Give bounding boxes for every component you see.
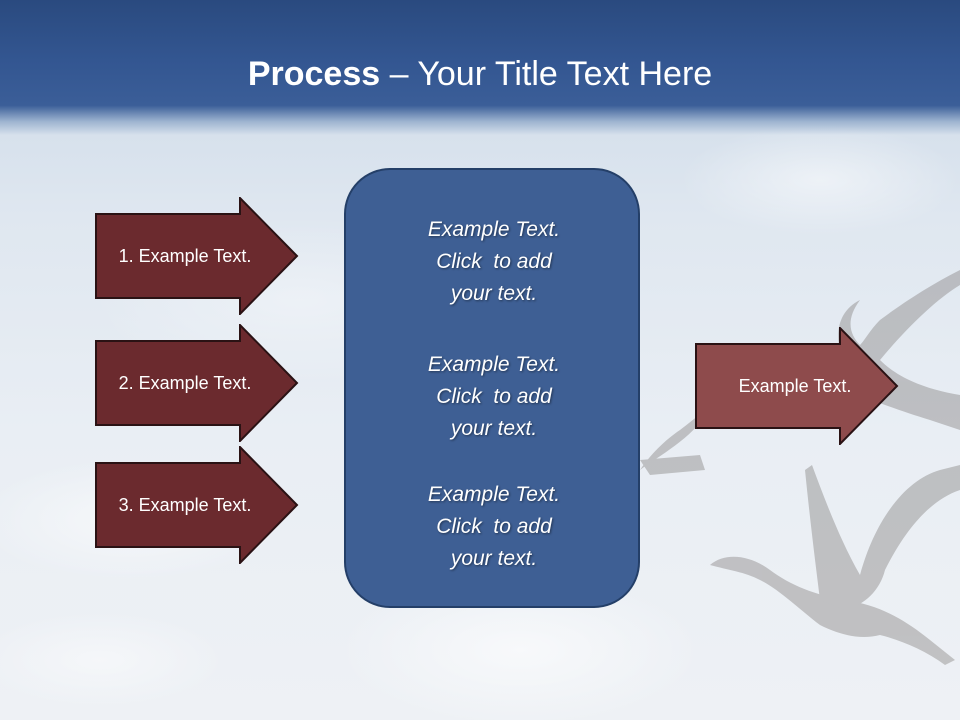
arrow-right-shape	[95, 446, 299, 564]
title-bold-part: Process	[247, 55, 381, 93]
left-arrow-3[interactable]: 3. Example Text.	[95, 446, 299, 564]
center-text-line: your text.	[450, 417, 538, 440]
left-arrow-label: 2. Example Text.	[118, 372, 252, 393]
center-text-line: your text.	[450, 282, 538, 305]
center-text-line: Example Text.	[427, 353, 561, 376]
title-rest-part: – Your Title Text Here	[380, 55, 713, 93]
slide-title[interactable]: Process – Your Title Text Here	[0, 52, 960, 96]
right-arrow[interactable]: Example Text.	[695, 327, 899, 445]
center-text-line: your text.	[450, 547, 538, 570]
arrow-right-shape	[695, 327, 899, 445]
left-arrow-1[interactable]: 1. Example Text.	[95, 197, 299, 315]
center-text-line: Click to add	[436, 250, 552, 273]
center-text-box[interactable]: Example Text. Click to add your text. Ex…	[344, 168, 640, 608]
arrow-right-shape	[95, 324, 299, 442]
center-text-line: Example Text.	[427, 483, 561, 506]
arrow-right-shape	[95, 197, 299, 315]
center-text-line: Click to add	[436, 515, 552, 538]
left-arrow-2[interactable]: 2. Example Text.	[95, 324, 299, 442]
center-text-block-2: Example Text. Click to add your text.	[346, 349, 642, 445]
center-text-block-3: Example Text. Click to add your text.	[346, 479, 642, 575]
center-text-block-1: Example Text. Click to add your text.	[346, 214, 642, 310]
left-arrow-label: 1. Example Text.	[118, 245, 252, 266]
title-bar	[0, 0, 960, 135]
left-arrow-label: 3. Example Text.	[118, 494, 252, 515]
center-text-line: Click to add	[436, 385, 552, 408]
right-arrow-label: Example Text.	[738, 375, 852, 396]
center-text-line: Example Text.	[427, 218, 561, 241]
